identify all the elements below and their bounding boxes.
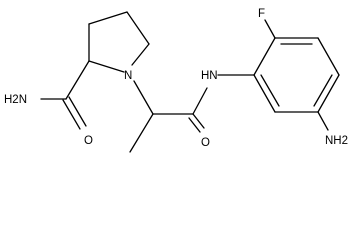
ring-bond-c4-c5	[126, 11, 150, 45]
double-bond-co-lower	[188, 117, 201, 133]
lower-oxygen-label: O	[84, 135, 93, 147]
aromatic-inner-bond-left	[260, 74, 280, 107]
upper-oxygen-label: O	[201, 137, 210, 149]
benzene-ring	[253, 37, 340, 113]
propanamide-chain	[129, 80, 208, 153]
bond-carbonyl-nh	[192, 87, 208, 115]
double-bond-co-upper	[192, 113, 205, 129]
double-bond-co-b	[68, 96, 87, 127]
fluorine-label: F	[258, 8, 265, 20]
ring-bond-c3-c4	[88, 11, 128, 25]
ring-bond-n-c2	[88, 60, 125, 73]
carboxamide-group	[40, 60, 90, 130]
ring-bond-6	[253, 74, 276, 113]
ring-nitrogen-label: N	[124, 70, 132, 82]
amide-nh2-label: H2N	[4, 94, 27, 106]
aryl-amine-label: NH2	[325, 135, 348, 147]
bond-alpha-methyl	[129, 113, 154, 153]
aromatic-inner-bond-right	[313, 74, 333, 107]
amide-nh-label: HN	[201, 70, 218, 82]
bond-aryl-fluorine	[264, 19, 276, 39]
ring-bond-1	[253, 37, 276, 76]
bond-n-alpha-carbon	[133, 80, 154, 115]
molecule-structure-diagram: F N HN H2N O O NH2	[4, 8, 348, 153]
double-bond-co-a	[62, 99, 81, 130]
pyrrolidine-ring	[88, 11, 150, 73]
bond-aryl-amine	[317, 111, 329, 131]
bond-c2-carbonyl	[65, 60, 90, 100]
ring-bond-c5-n	[131, 43, 150, 66]
ring-bond-4	[317, 74, 340, 113]
ring-bond-3	[317, 37, 340, 76]
